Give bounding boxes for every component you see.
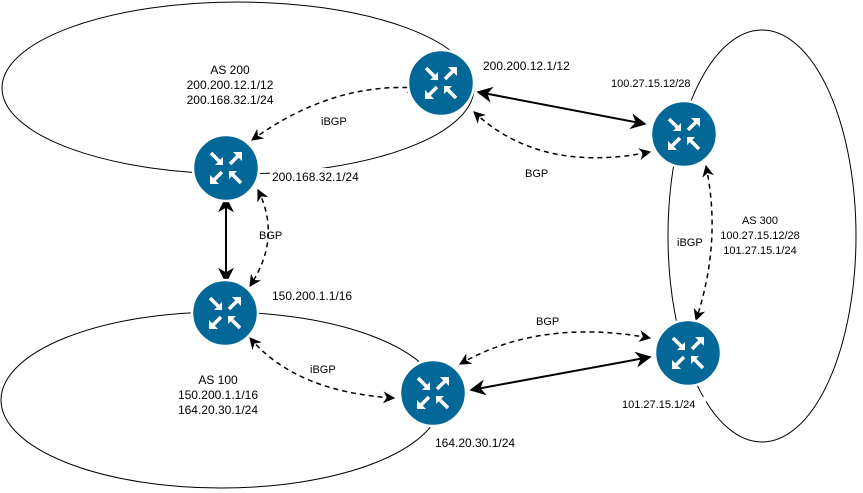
router-label-r300a: 100.27.15.12/28 bbox=[611, 78, 691, 90]
links-layer bbox=[218, 81, 715, 404]
as100-label: AS 100 150.200.1.1/16 164.20.30.1/24 bbox=[178, 373, 258, 417]
link-r300a-r300b-ibgp bbox=[693, 164, 715, 322]
link-label-l1: iBGP bbox=[321, 116, 347, 128]
as200-label: AS 200 200.200.12.1/12 200.168.32.1/24 bbox=[187, 63, 274, 107]
link-r200b-r100a-bgp bbox=[249, 188, 269, 287]
link-r100a-r100b-ibgp bbox=[249, 337, 396, 404]
router-label-r100b: 164.20.30.1/24 bbox=[435, 436, 515, 450]
router-r300b[interactable] bbox=[653, 318, 723, 388]
as200-network-1: 200.200.12.1/12 bbox=[187, 78, 274, 92]
as100-name: AS 100 bbox=[198, 373, 238, 387]
router-label-r100a: 150.200.1.1/16 bbox=[272, 289, 352, 303]
as200-network-2: 200.168.32.1/24 bbox=[187, 93, 274, 107]
link-r200b-r200a-ibgp bbox=[251, 81, 420, 141]
as300-name: AS 300 bbox=[742, 215, 778, 227]
link-label-l5: BGP bbox=[259, 230, 282, 242]
router-label-r200a: 200.200.12.1/12 bbox=[483, 59, 570, 73]
link-r100b-r300b-bgp bbox=[458, 330, 652, 365]
router-r200b[interactable] bbox=[191, 133, 261, 203]
router-r200a[interactable] bbox=[406, 48, 476, 118]
router-r300a[interactable] bbox=[649, 99, 719, 169]
as300-boundary bbox=[667, 29, 857, 443]
as200-name: AS 200 bbox=[210, 63, 250, 77]
router-label-r200b: 200.168.32.1/24 bbox=[272, 170, 359, 184]
link-r200a-r300a bbox=[476, 86, 647, 130]
as100-network-1: 150.200.1.1/16 bbox=[178, 388, 258, 402]
as300-network-1: 100.27.15.12/28 bbox=[720, 230, 800, 242]
as100-network-2: 164.20.30.1/24 bbox=[178, 403, 258, 417]
link-r100b-r300b bbox=[469, 351, 652, 396]
as300-network-2: 101.27.15.1/24 bbox=[723, 245, 796, 257]
as300-label: AS 300 100.27.15.12/28 101.27.15.1/24 bbox=[720, 215, 800, 257]
link-r200a-r300a-bgp bbox=[473, 111, 652, 160]
link-label-l6: iBGP bbox=[310, 364, 336, 376]
link-label-l3: BGP bbox=[525, 168, 548, 180]
router-r100a[interactable] bbox=[190, 278, 260, 348]
router-label-r300b: 101.27.15.1/24 bbox=[622, 399, 695, 411]
link-label-l8: BGP bbox=[536, 316, 559, 328]
router-r100b[interactable] bbox=[398, 358, 468, 428]
link-label-l9: iBGP bbox=[677, 237, 703, 249]
